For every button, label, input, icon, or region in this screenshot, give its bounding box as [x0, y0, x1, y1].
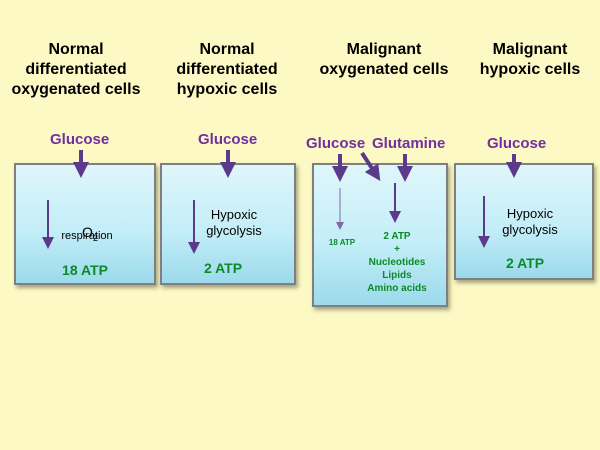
title-malignant-oxygenated: Malignant oxygenated cells	[319, 41, 449, 78]
respiration-label: respiration	[61, 230, 113, 242]
title-malignant-hypoxic: Malignant hypoxic cells	[479, 41, 581, 78]
atp-output-small-malignant-oxygenated: 18 ATP	[328, 238, 356, 247]
glucose-label-malignant-oxygenated: Glucose	[306, 135, 366, 152]
glucose-label-normal-oxygenated: Glucose	[50, 131, 110, 148]
cell-box-malignant-oxygenated	[312, 163, 448, 307]
title-normal-oxygenated: Normal differentiated oxygenated cells	[11, 41, 141, 98]
hypoxic-glycolysis-malignant: Hypoxic glycolysis	[502, 206, 558, 237]
atp-output-normal-hypoxic: 2 ATP	[203, 260, 243, 276]
atp-output-malignant-oxygenated: 2 ATP + Nucleotides Lipids Amino acids	[367, 231, 427, 294]
cell-box-malignant-hypoxic	[454, 163, 594, 280]
atp-output-normal-oxygenated: 18 ATP	[62, 262, 108, 278]
hypoxic-glycolysis-normal: Hypoxic glycolysis	[206, 207, 262, 238]
title-normal-hypoxic: Normal differentiated hypoxic cells	[176, 41, 278, 98]
oxygen-symbol: O	[82, 224, 93, 240]
atp-output-malignant-hypoxic: 2 ATP	[505, 255, 545, 271]
oxygen-subscript: 2	[92, 232, 98, 243]
glucose-label-malignant-hypoxic: Glucose	[487, 135, 547, 152]
glucose-label-normal-hypoxic: Glucose	[198, 131, 258, 148]
oxygen-label: O2	[60, 208, 120, 246]
glucose-glutamine-merge-arrow	[360, 151, 381, 182]
glutamine-label-malignant-oxygenated: Glutamine	[372, 135, 446, 152]
cell-box-normal-hypoxic	[160, 163, 296, 285]
